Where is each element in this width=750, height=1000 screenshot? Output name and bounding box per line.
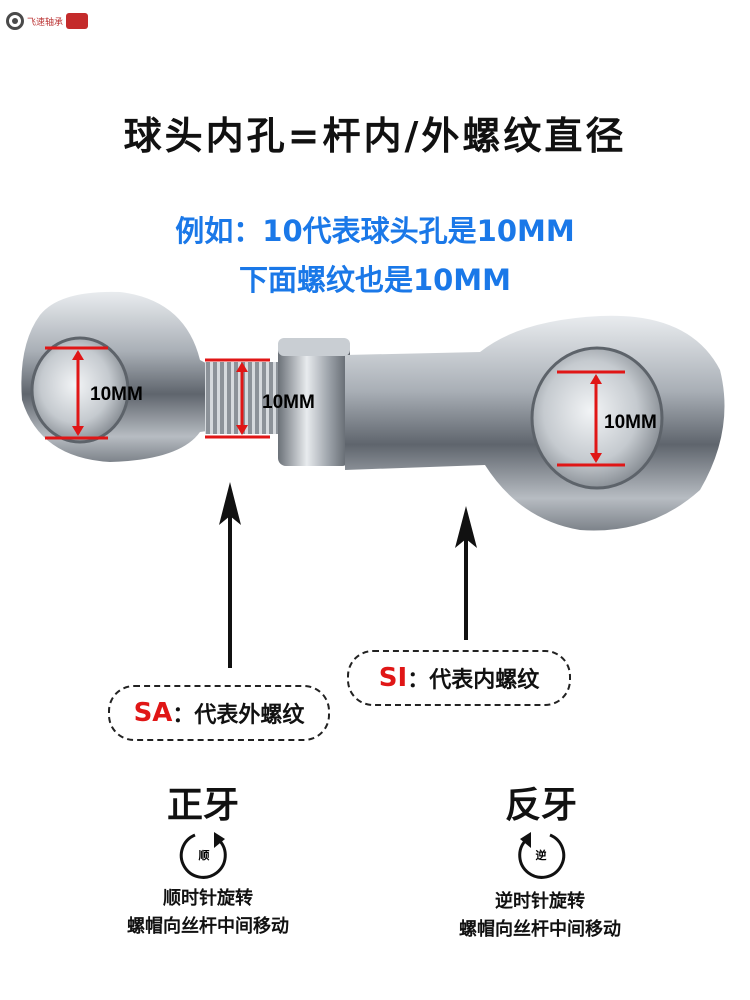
page-title: 球头内孔=杆内/外螺纹直径 — [123, 114, 627, 158]
right-hand-thread-description: 顺时针旋转 螺帽向丝杆中间移动 — [78, 885, 338, 941]
counterclockwise-char: 逆 — [536, 848, 547, 862]
left-hand-line-2: 螺帽向丝杆中间移动 — [459, 919, 621, 940]
left-hand-line-1: 逆时针旋转 — [495, 891, 585, 912]
logo-text: 飞速轴承 — [27, 17, 64, 28]
sa-code: SA — [133, 698, 173, 728]
bearing-logo-icon — [6, 12, 24, 30]
sa-label: SA ：代表外螺纹 — [108, 685, 330, 741]
rod-end-illustration: 10MM 10MM 10MM — [21, 291, 725, 668]
example-line-1: 例如：10代表球头孔是10MM — [175, 214, 575, 248]
right-hand-thread-title: 正牙 — [166, 785, 239, 826]
right-hand-line-1: 顺时针旋转 — [163, 888, 253, 909]
thread-dimension-label: 10MM — [262, 392, 315, 413]
brand-logo: 飞速轴承 — [6, 6, 106, 36]
left-hand-thread-description: 逆时针旋转 螺帽向丝杆中间移动 — [410, 888, 670, 944]
sa-description: ：代表外螺纹 — [172, 703, 305, 728]
left-hand-thread-title: 反牙 — [504, 785, 577, 826]
right-hand-line-2: 螺帽向丝杆中间移动 — [127, 916, 289, 937]
lock-nut — [278, 338, 350, 466]
right-eye-dimension — [557, 370, 625, 467]
si-description: ：代表内螺纹 — [407, 668, 540, 693]
logo-badge-icon — [66, 13, 89, 29]
si-code: SI — [378, 663, 408, 693]
right-rod-eye — [345, 315, 725, 531]
left-eye-dimension-label: 10MM — [90, 384, 143, 405]
clockwise-rotation-icon: 顺 — [179, 832, 227, 879]
clockwise-char: 顺 — [199, 848, 210, 862]
sa-pointer-arrow — [219, 482, 241, 668]
thread-dimension — [205, 358, 270, 439]
si-pointer-arrow — [455, 506, 477, 640]
si-label: SI ：代表内螺纹 — [347, 650, 571, 706]
right-eye-dimension-label: 10MM — [604, 412, 657, 433]
counterclockwise-rotation-icon: 逆 — [518, 832, 566, 879]
example-line-2: 下面螺纹也是10MM — [238, 263, 512, 297]
left-rod-eye — [21, 291, 216, 462]
left-eye-dimension — [45, 346, 108, 440]
